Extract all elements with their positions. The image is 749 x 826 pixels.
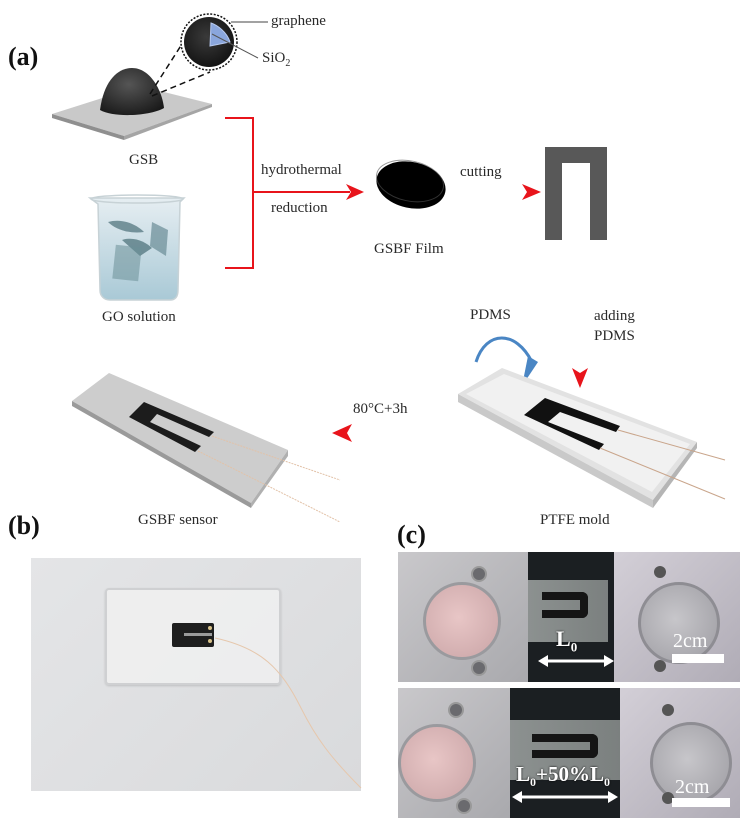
label-gsb: GSB	[129, 152, 159, 168]
adding-pdms-arrow	[572, 288, 588, 388]
length-arrow-bottom	[512, 791, 618, 803]
clamp-left-bottom	[398, 688, 510, 818]
photo-b-sensor	[31, 558, 362, 791]
ptfe-mold	[458, 368, 726, 508]
label-pdms-pour: PDMS	[470, 307, 511, 323]
knob-left-bottom	[398, 724, 476, 802]
length-arrow-top	[538, 655, 614, 667]
label-gsbf-sensor: GSBF sensor	[138, 512, 218, 528]
scale-label-bottom: 2cm	[675, 776, 710, 798]
curing-arrow	[332, 424, 430, 442]
scale-bar-bottom	[672, 798, 730, 807]
label-l0-plus-50-bottom: L0+50%L0	[516, 762, 610, 790]
clamp-left-top	[398, 552, 528, 682]
panel-label-a: (a)	[8, 42, 39, 71]
clamp-right-bottom	[620, 688, 740, 818]
go-beaker	[87, 194, 186, 301]
label-adding: adding	[594, 308, 635, 324]
merge-bracket	[225, 117, 254, 269]
gsbf-sensor	[72, 373, 341, 523]
photo-c-top: L0 2cm	[398, 552, 740, 682]
label-plus-50-percent: +50%L	[536, 762, 604, 786]
label-sio2-main: SiO	[262, 50, 286, 66]
label-sio2: SiO2	[262, 50, 290, 69]
photo-c-bottom: L0+50%L0 2cm	[398, 688, 740, 818]
scale-bar-top	[672, 654, 724, 663]
label-reduction: reduction	[271, 200, 328, 216]
cutting-arrow	[450, 184, 541, 200]
label-ptfe-mold: PTFE mold	[540, 512, 610, 528]
sphere-inset	[180, 13, 268, 71]
label-l0-main: L	[556, 626, 571, 651]
label-hydrothermal: hydrothermal	[261, 162, 342, 178]
label-l0-top: L0	[556, 626, 577, 655]
hydrothermal-arrow	[253, 184, 364, 200]
photo-b-gsbf-film	[172, 623, 214, 647]
label-go-solution: GO solution	[102, 309, 176, 325]
panel-label-b: (b)	[8, 511, 40, 540]
label-sio2-sub: 2	[285, 58, 291, 69]
label-l0b-sub: 0	[604, 775, 610, 790]
scale-label-top: 2cm	[673, 630, 708, 652]
label-l0-sub: 0	[570, 639, 578, 655]
photo-b-wire	[214, 637, 362, 789]
sample-strip-bottom	[510, 720, 620, 780]
label-cutting: cutting	[460, 164, 502, 180]
label-curing: 80°C+3h	[353, 401, 408, 417]
label-l0a-sub: 0	[530, 775, 537, 790]
panel-label-c: (c)	[397, 520, 426, 549]
label-gsbf-film: GSBF Film	[374, 241, 444, 257]
gsbf-film-disc	[375, 159, 446, 209]
knob-left-top	[423, 582, 501, 660]
gsb-dome	[100, 68, 164, 116]
zoom-line-lower	[151, 71, 211, 97]
label-l0a-main: L	[516, 762, 531, 786]
u-shaped-film	[545, 147, 607, 240]
sample-strip-top	[528, 580, 608, 642]
label-adding-pdms: PDMS	[594, 328, 635, 344]
label-graphene: graphene	[271, 13, 326, 29]
